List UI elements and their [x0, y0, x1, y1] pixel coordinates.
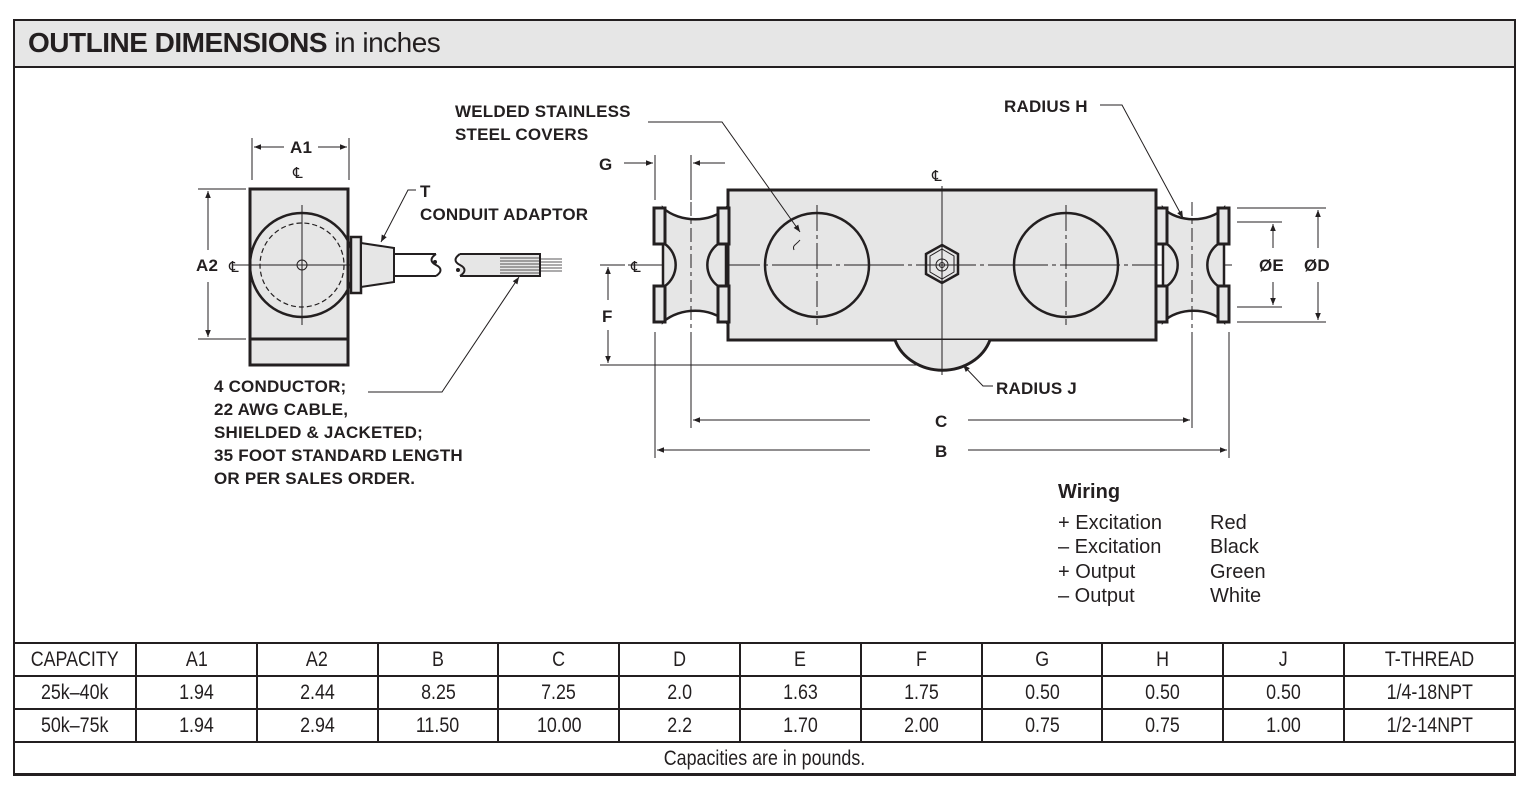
table-cell: 0.50 — [1222, 675, 1346, 710]
label-dia-e: ØE — [1259, 256, 1284, 275]
wiring-color: Green — [1210, 560, 1266, 583]
table-cell: 2.2 — [618, 708, 742, 743]
table-cell: 25k–40k — [13, 675, 137, 710]
label-a1: A1 — [290, 138, 313, 157]
label-c: C — [935, 412, 948, 431]
wiring-function: – Excitation — [1058, 536, 1162, 558]
header-cell: B — [376, 642, 500, 677]
wiring-row: – Excitation Black — [1058, 535, 1266, 560]
wiring-function: – Output — [1058, 585, 1135, 607]
table-cell: 0.50 — [980, 675, 1104, 710]
table-cell: 1.63 — [739, 675, 862, 710]
table-cell: 0.50 — [1101, 675, 1225, 710]
cable-note-line: 4 CONDUCTOR; — [214, 377, 347, 396]
centerline-symbol: ℄ — [228, 260, 239, 276]
table-cell: 0.75 — [1101, 708, 1225, 743]
capacity-units-note: Capacities are in pounds. — [13, 741, 1516, 776]
table-cell: 10.00 — [497, 708, 621, 743]
outline-dimensions-panel: OUTLINE DIMENSIONS in inches — [13, 19, 1516, 775]
centerline-symbol: ℄ — [931, 169, 942, 185]
header-cell: E — [739, 642, 862, 677]
section-header: OUTLINE DIMENSIONS in inches — [15, 21, 1514, 68]
table-cell: 1.75 — [859, 675, 983, 710]
table-cell: 2.00 — [859, 708, 983, 743]
end-view — [198, 138, 562, 393]
label-welded-line1: WELDED STAINLESS — [455, 102, 631, 121]
wiring-function: + Output — [1058, 560, 1136, 583]
label-b: B — [935, 442, 948, 461]
wiring-color: Black — [1210, 536, 1259, 558]
table-cell: 7.25 — [497, 675, 621, 710]
table-cell: 8.25 — [376, 675, 500, 710]
left-end-spool — [652, 202, 731, 328]
header-cell: A1 — [134, 642, 258, 677]
header-cell: A2 — [255, 642, 379, 677]
header-cell: CAPACITY — [13, 642, 137, 677]
table-note-row: Capacities are in pounds. — [13, 741, 1516, 776]
cable-note-line: OR PER SALES ORDER. — [214, 469, 416, 488]
centerline-symbol: ℄ — [292, 166, 303, 182]
table-cell: 2.94 — [255, 708, 379, 743]
cable-note-line: 35 FOOT STANDARD LENGTH — [214, 446, 463, 465]
table-cell: 1/2-14NPT — [1343, 708, 1516, 743]
title-bold: OUTLINE DIMENSIONS — [28, 27, 328, 58]
header-cell: T-THREAD — [1343, 642, 1516, 677]
header-cell: C — [497, 642, 621, 677]
cable-note-line: 22 AWG CABLE, — [214, 400, 349, 419]
label-a2: A2 — [196, 256, 219, 275]
label-radius-j: RADIUS J — [996, 379, 1077, 398]
table-cell: 1/4-18NPT — [1343, 675, 1516, 710]
label-dia-d: ØD — [1304, 256, 1330, 275]
wiring-color: White — [1210, 585, 1262, 607]
label-welded-line2: STEEL COVERS — [455, 125, 589, 144]
header-cell: D — [618, 642, 742, 677]
side-view — [600, 104, 1326, 458]
table-cell: 2.0 — [618, 675, 742, 710]
title-units: in inches — [334, 27, 441, 58]
technical-drawing: ℄ ℄ ℄ ℄ — [198, 104, 1326, 458]
table-row: 25k–40k 1.94 2.44 8.25 7.25 2.0 1.63 1.7… — [13, 675, 1516, 710]
table-row: 50k–75k 1.94 2.94 11.50 10.00 2.2 1.70 2… — [13, 708, 1516, 743]
label-t: T — [420, 182, 431, 201]
label-g: G — [599, 155, 613, 174]
wiring-function: + Excitation — [1058, 511, 1162, 534]
table-cell: 11.50 — [376, 708, 500, 743]
header-cell: H — [1101, 642, 1225, 677]
table-cell: 1.94 — [134, 675, 258, 710]
cable-note-line: SHIELDED & JACKETED; — [214, 423, 423, 442]
table-cell: 1.94 — [134, 708, 258, 743]
table-cell: 2.44 — [255, 675, 379, 710]
label-radius-h: RADIUS H — [1004, 97, 1088, 116]
table-cell: 1.70 — [739, 708, 862, 743]
header-cell: F — [859, 642, 983, 677]
wiring-row: + Excitation Red — [1058, 511, 1266, 536]
table-cell: 50k–75k — [13, 708, 137, 743]
table-cell: 0.75 — [980, 708, 1104, 743]
header-cell: J — [1222, 642, 1346, 677]
header-cell: G — [980, 642, 1104, 677]
wiring-row: + Output Green — [1058, 560, 1266, 585]
table-cell: 1.00 — [1222, 708, 1346, 743]
right-end-spool — [1154, 202, 1231, 328]
dimensions-table: CAPACITY A1 A2 B C D E F G H J T-THREAD … — [13, 642, 1516, 776]
wiring-color: Red — [1210, 511, 1247, 534]
wiring-row: – Output White — [1058, 584, 1266, 609]
section-title: OUTLINE DIMENSIONS in inches — [28, 27, 441, 59]
label-f: F — [602, 307, 613, 326]
label-conduit-adaptor: CONDUIT ADAPTOR — [420, 205, 589, 224]
wiring-title: Wiring — [1058, 481, 1121, 503]
wiring-legend: Wiring + Excitation Red – Excitation Bla… — [1058, 480, 1266, 609]
table-header-row: CAPACITY A1 A2 B C D E F G H J T-THREAD — [13, 642, 1516, 677]
centerline-symbol: ℄ — [630, 260, 641, 276]
